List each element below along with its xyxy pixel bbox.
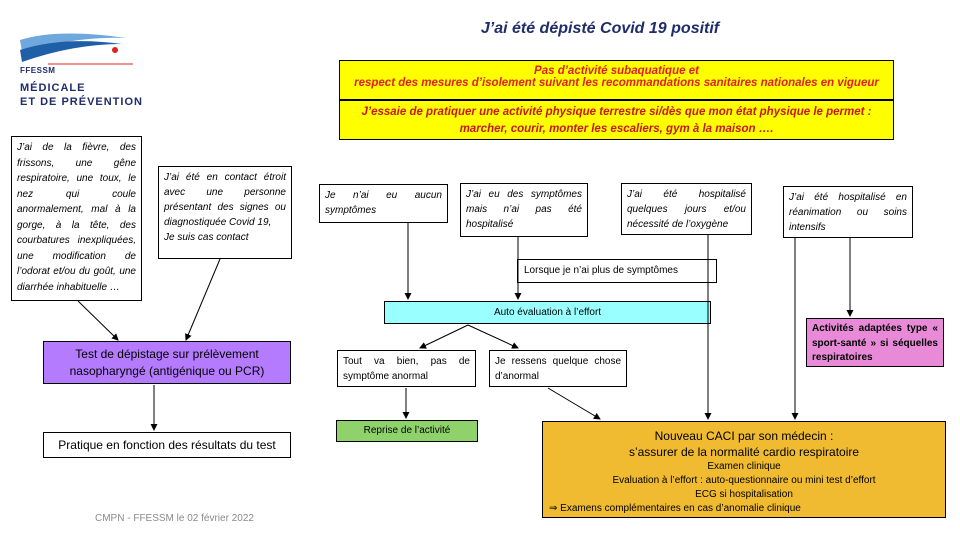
self-eval-box: Auto évaluation à l’effort: [384, 301, 711, 324]
arrow-symptoms-to-test: [77, 300, 119, 341]
banner-no-diving: Pas d’activité subaquatique et respect d…: [339, 60, 894, 100]
caci-box: Nouveau CACI par son médecin : s’assurer…: [542, 421, 946, 518]
logo-line-1: MÉDICALE: [20, 82, 86, 94]
caci-line-2: s’assurer de la normalité cardio respira…: [628, 445, 860, 459]
implies-arrow-icon: ⇒: [549, 503, 558, 514]
case-hospitalized-icu: J’ai été hospitalisé en réanimation ou s…: [783, 186, 913, 238]
sport-sante-box: Activités adaptées type « sport-santé » …: [806, 318, 944, 367]
logo-brand: FFESSM: [20, 66, 56, 75]
resume-activity-box: Reprise de l’activité: [336, 420, 478, 442]
caci-line-6: ⇒ Examens complémentaires en cas d’anoma…: [543, 502, 945, 516]
caci-line-4: Evaluation à l’effort : auto-questionnai…: [612, 475, 876, 486]
contact-line-2: Je suis cas contact: [164, 232, 249, 243]
banner-practice: J’essaie de pratiquer une activité physi…: [339, 100, 894, 140]
practice-result-box: Pratique en fonction des résultats du te…: [43, 432, 291, 458]
banner-line-1: Pas d’activité subaquatique et: [534, 65, 699, 77]
case-symptoms-not-hospitalized: J’ai eu des symptômes mais n’ai pas été …: [460, 183, 588, 237]
banner-line-2: respect des mesures d’isolement suivant …: [354, 77, 879, 89]
logo-line-2: ET DE PRÉVENTION: [20, 96, 143, 108]
symptoms-box: J’ai de la fièvre, des frissons, une gên…: [11, 136, 142, 301]
wave-logo-icon: [20, 33, 133, 65]
contact-line-1: J’ai été en contact étroit avec une pers…: [164, 172, 286, 228]
page-title: J’ai été dépisté Covid 19 positif: [480, 20, 720, 37]
arrow-abnormal-to-caci: [547, 387, 601, 420]
arrow-eval-to-abnormal: [467, 324, 519, 349]
caci-line-5: ECG si hospitalisation: [695, 489, 793, 500]
abnormal-box: Je ressens quelque chose d’anormal: [489, 350, 627, 387]
test-box: Test de dépistage sur prélèvement nasoph…: [43, 341, 291, 384]
footer-credit: CMPN - FFESSM le 02 février 2022: [95, 513, 254, 524]
caci-line-3: Examen clinique: [707, 461, 781, 472]
caci-line-1: Nouveau CACI par son médecin :: [654, 429, 834, 443]
all-good-box: Tout va bien, pas de symptôme anormal: [337, 350, 476, 387]
arrow-contact-to-test: [185, 258, 221, 341]
arrow-eval-to-all-good: [419, 324, 469, 349]
banner-practice-text: J’essaie de pratiquer une activité physi…: [361, 106, 872, 135]
case-no-symptoms: Je n’ai eu aucun symptômes: [319, 184, 448, 223]
contact-box: J’ai été en contact étroit avec une pers…: [158, 166, 292, 259]
ffessm-logo: FFESSM MÉDICALE ET DE PRÉVENTION: [18, 30, 148, 115]
caci-line-6-text: Examens complémentaires en cas d’anomali…: [560, 503, 801, 514]
case-hospitalized-days: J’ai été hospitalisé quelques jours et/o…: [621, 183, 752, 235]
